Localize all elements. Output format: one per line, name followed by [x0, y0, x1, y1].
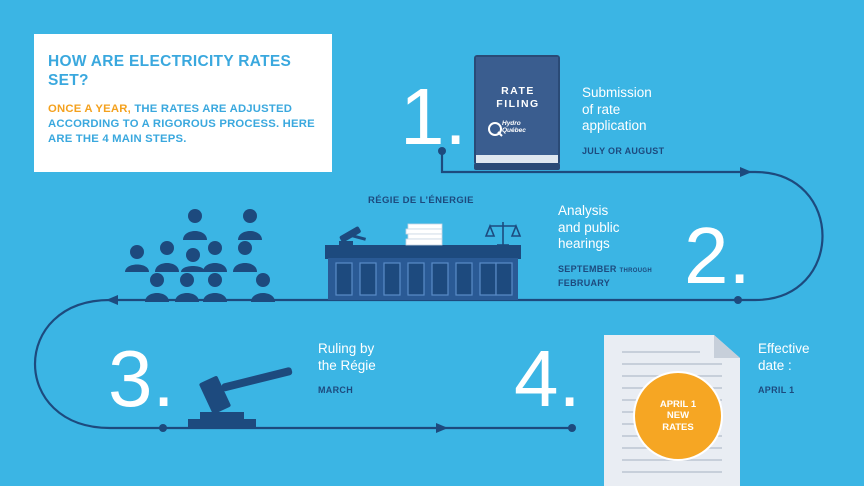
- scales-icon: [484, 222, 522, 246]
- intro-panel: HOW ARE ELECTRICITY RATES SET? ONCE A YE…: [34, 34, 332, 172]
- step-1-text: Submission of rate application: [582, 85, 652, 135]
- regie-label: RÉGIE DE L’ÉNERGIE: [368, 195, 474, 206]
- step-2-line2: and public: [558, 219, 620, 235]
- step-3-date: MARCH: [318, 385, 353, 395]
- step-4-number: 4.: [514, 334, 581, 423]
- path-dot-2: [734, 296, 742, 304]
- step-2-date-start: SEPTEMBER: [558, 264, 617, 274]
- brand-line2: Québec: [502, 127, 526, 134]
- step-1-date: JULY OR AUGUST: [582, 146, 665, 156]
- intro-highlight: ONCE A YEAR,: [48, 103, 131, 115]
- gavel-icon: [188, 367, 293, 428]
- binder-title: RATE FILING: [480, 85, 556, 111]
- binder-title-line2: FILING: [496, 98, 540, 110]
- step-3-line1: Ruling by: [318, 341, 375, 356]
- step-2-text: Analysis and public hearings: [558, 203, 620, 253]
- path-dot-3: [159, 424, 167, 432]
- new-rates-badge: APRIL 1 NEW RATES: [633, 371, 723, 461]
- badge-line2: NEW: [666, 410, 690, 422]
- audience-icon: [125, 209, 275, 302]
- step-3-text: Ruling by the Régie: [318, 341, 376, 374]
- intro-title: HOW ARE ELECTRICITY RATES SET?: [48, 53, 292, 89]
- intro-text: ONCE A YEAR, THE RATES ARE ADJUSTED ACCO…: [48, 102, 316, 147]
- step-1-line2: of rate: [582, 101, 621, 117]
- step-4-line1: Effective: [758, 341, 810, 356]
- binder-title-line1: RATE: [501, 85, 535, 97]
- path-dot-4: [568, 424, 576, 432]
- intro-body: THE RATES ARE ADJUSTED ACCORDING TO A RI…: [48, 103, 315, 145]
- step-2-date-end: FEBRUARY: [558, 278, 611, 288]
- step-4-line2: date :: [758, 357, 792, 373]
- path-arrow-left: [106, 295, 118, 305]
- path-dot-1: [438, 147, 446, 155]
- step-1-line1: Submission: [582, 85, 652, 100]
- binder-icon: [474, 55, 560, 170]
- step-2-date-through: THROUGH: [619, 268, 652, 274]
- step-3-line2: the Régie: [318, 357, 376, 373]
- tribunal-bench-icon: [325, 222, 522, 300]
- hydro-quebec-logo: Hydro Québec: [502, 120, 552, 134]
- step-2-line1: Analysis: [558, 203, 609, 218]
- path-arrow-right-2: [436, 423, 448, 433]
- step-3-number: 3.: [108, 334, 175, 423]
- path-arrow-right-1: [740, 167, 752, 177]
- step-4-date: APRIL 1: [758, 385, 795, 395]
- step-4-text: Effective date :: [758, 341, 810, 374]
- step-1-number: 1.: [400, 72, 467, 161]
- step-2-date: SEPTEMBER THROUGH: [558, 264, 652, 274]
- brand-line1: Hydro: [502, 120, 521, 127]
- badge-line1: APRIL 1: [659, 398, 697, 410]
- small-gavel-icon: [339, 226, 367, 245]
- step-2-line3: hearings: [558, 236, 610, 251]
- badge-line3: RATES: [662, 421, 694, 433]
- step-1-line3: application: [582, 118, 647, 133]
- step-2-number: 2.: [684, 211, 751, 300]
